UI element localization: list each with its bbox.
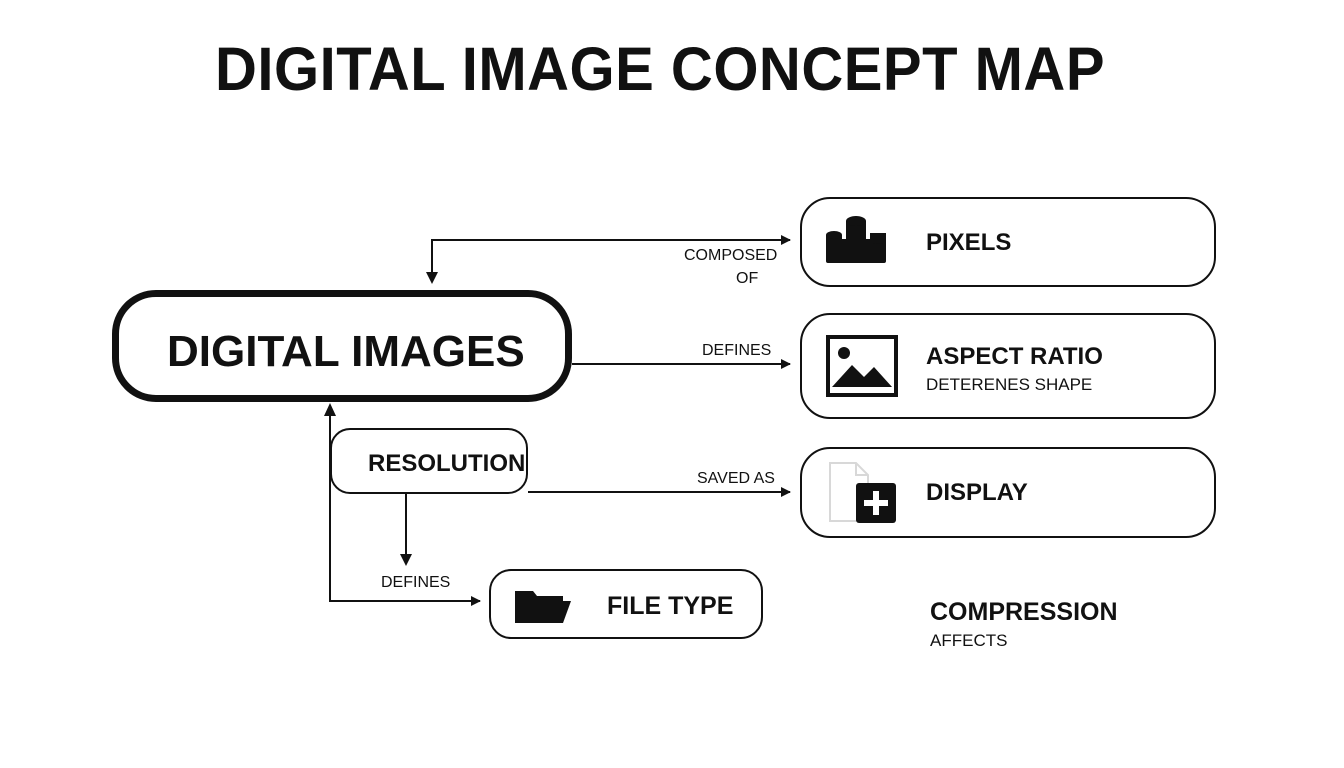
page-title: DIGITAL IMAGE CONCEPT MAP — [214, 35, 1106, 104]
edge-label-of: OF — [736, 270, 759, 287]
node-file-type: FILE TYPE — [489, 569, 763, 639]
node-digital-images-label: DIGITAL IMAGES — [167, 327, 525, 376]
node-pixels: PIXELS — [800, 197, 1216, 287]
node-file-type-label: FILE TYPE — [607, 592, 734, 620]
node-digital-images: DIGITAL IMAGES — [112, 290, 572, 402]
compression-sublabel: AFFECTS — [930, 631, 1008, 650]
edge-label-saved-as: SAVED AS — [697, 470, 775, 487]
node-aspect-ratio-label: ASPECT RATIO — [926, 343, 1103, 370]
node-display: DISPLAY — [800, 447, 1216, 538]
folder-icon — [513, 587, 573, 630]
edge-composed-of-arrowhead — [426, 272, 438, 284]
node-aspect-ratio-sublabel: DETERENES SHAPE — [926, 375, 1093, 394]
node-aspect-ratio: ASPECT RATIO DETERENES SHAPE — [800, 313, 1216, 419]
node-pixels-label: PIXELS — [926, 229, 1012, 256]
edge-label-defines-filetype: DEFINES — [381, 574, 451, 591]
image-icon — [826, 335, 898, 402]
node-resolution-label: RESOLUTION — [368, 450, 526, 477]
document-plus-icon — [826, 461, 898, 530]
compression-annotation: COMPRESSION AFFECTS — [930, 598, 1118, 651]
node-display-label: DISPLAY — [926, 479, 1028, 506]
edge-composed-of — [431, 235, 791, 282]
edge-resolution-down-arrowhead — [400, 554, 412, 566]
node-resolution: RESOLUTION — [330, 428, 528, 494]
blocks-icon — [824, 213, 888, 270]
edge-up-arrowhead — [324, 403, 336, 416]
edge-label-composed: COMPOSED — [684, 247, 778, 264]
edge-label-defines-aspect: DEFINES — [702, 342, 772, 359]
compression-label: COMPRESSION — [930, 598, 1118, 626]
